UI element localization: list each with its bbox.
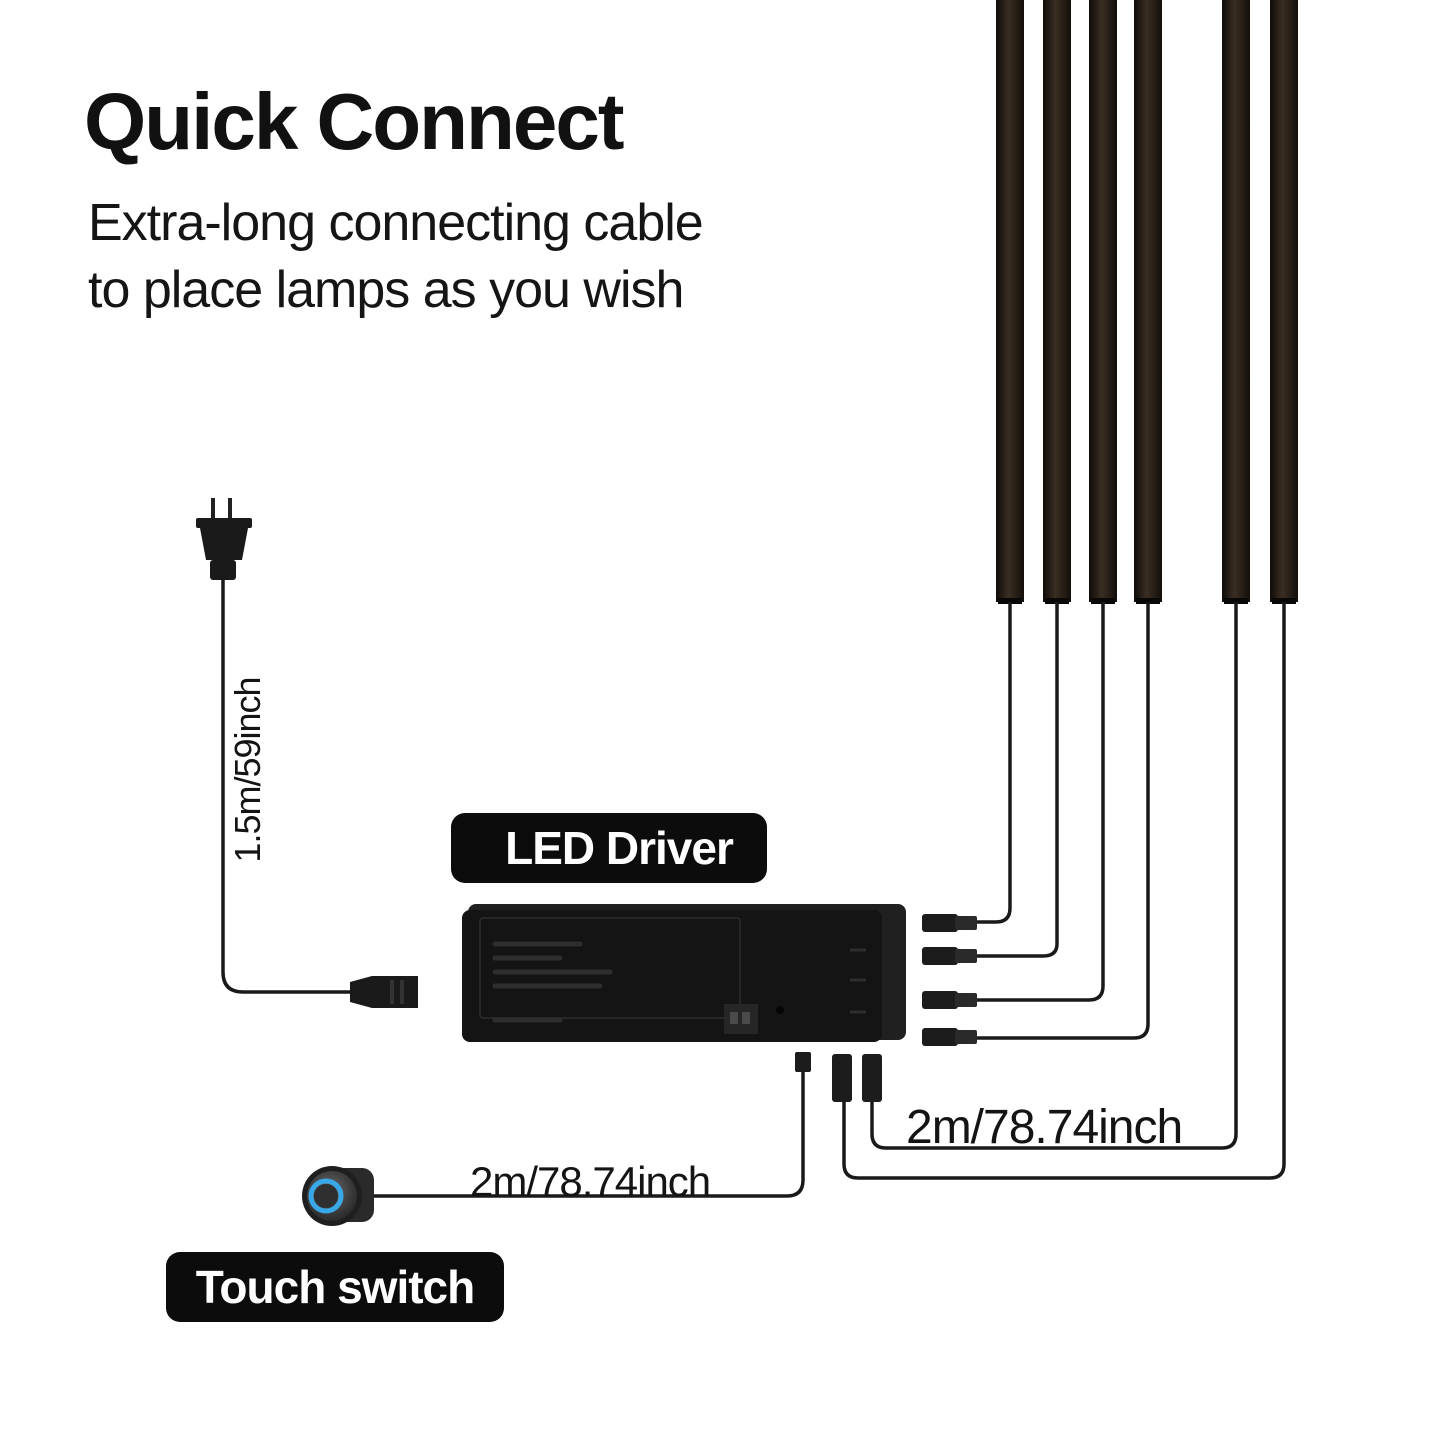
connector-1 (922, 914, 977, 932)
switch-cable-length: 2m/78.74inch (470, 1158, 711, 1205)
power-cable (221, 580, 350, 994)
lamp-bars (996, 0, 1298, 604)
led-driver-box (462, 904, 906, 1042)
connector-4 (922, 1028, 977, 1046)
switch-port-connector (795, 1052, 811, 1072)
lamp-port-connector-a (832, 1054, 852, 1102)
lamp-bar-3 (1089, 0, 1117, 602)
lamp-cables (842, 602, 1286, 1180)
lamp-cable-4 (975, 602, 1150, 1040)
power-cable-length: 1.5m/59inch (227, 677, 268, 863)
lamp-cable-5 (870, 602, 1238, 1150)
lamp-cable-2 (975, 602, 1059, 958)
lamp-cable-6 (842, 602, 1286, 1180)
led-driver-label: LED Driver (451, 813, 767, 883)
connector-3 (922, 991, 977, 1009)
power-input-connector (350, 976, 418, 1008)
page-subtitle: Extra-long connecting cable to place lam… (88, 194, 704, 319)
page-title: Quick Connect (84, 77, 625, 166)
lamp-cable-length: 2m/78.74inch (906, 1101, 1183, 1154)
switch-cable (370, 1072, 805, 1198)
lamp-bar-1 (996, 0, 1024, 602)
bottom-connectors (795, 1052, 882, 1102)
power-plug (196, 498, 252, 580)
lamp-bar-5 (1222, 0, 1250, 602)
lamp-port-connector-b (862, 1054, 882, 1102)
lamp-bar-6 (1270, 0, 1298, 602)
lamp-bar-2 (1043, 0, 1071, 602)
lamp-cable-1 (975, 602, 1012, 924)
output-connectors (922, 914, 977, 1046)
lamp-bar-4 (1134, 0, 1162, 602)
touch-switch-label: Touch switch (166, 1252, 504, 1322)
connector-2 (922, 947, 977, 965)
touch-switch-knob (302, 1166, 374, 1226)
lamp-cable-3 (975, 602, 1105, 1002)
